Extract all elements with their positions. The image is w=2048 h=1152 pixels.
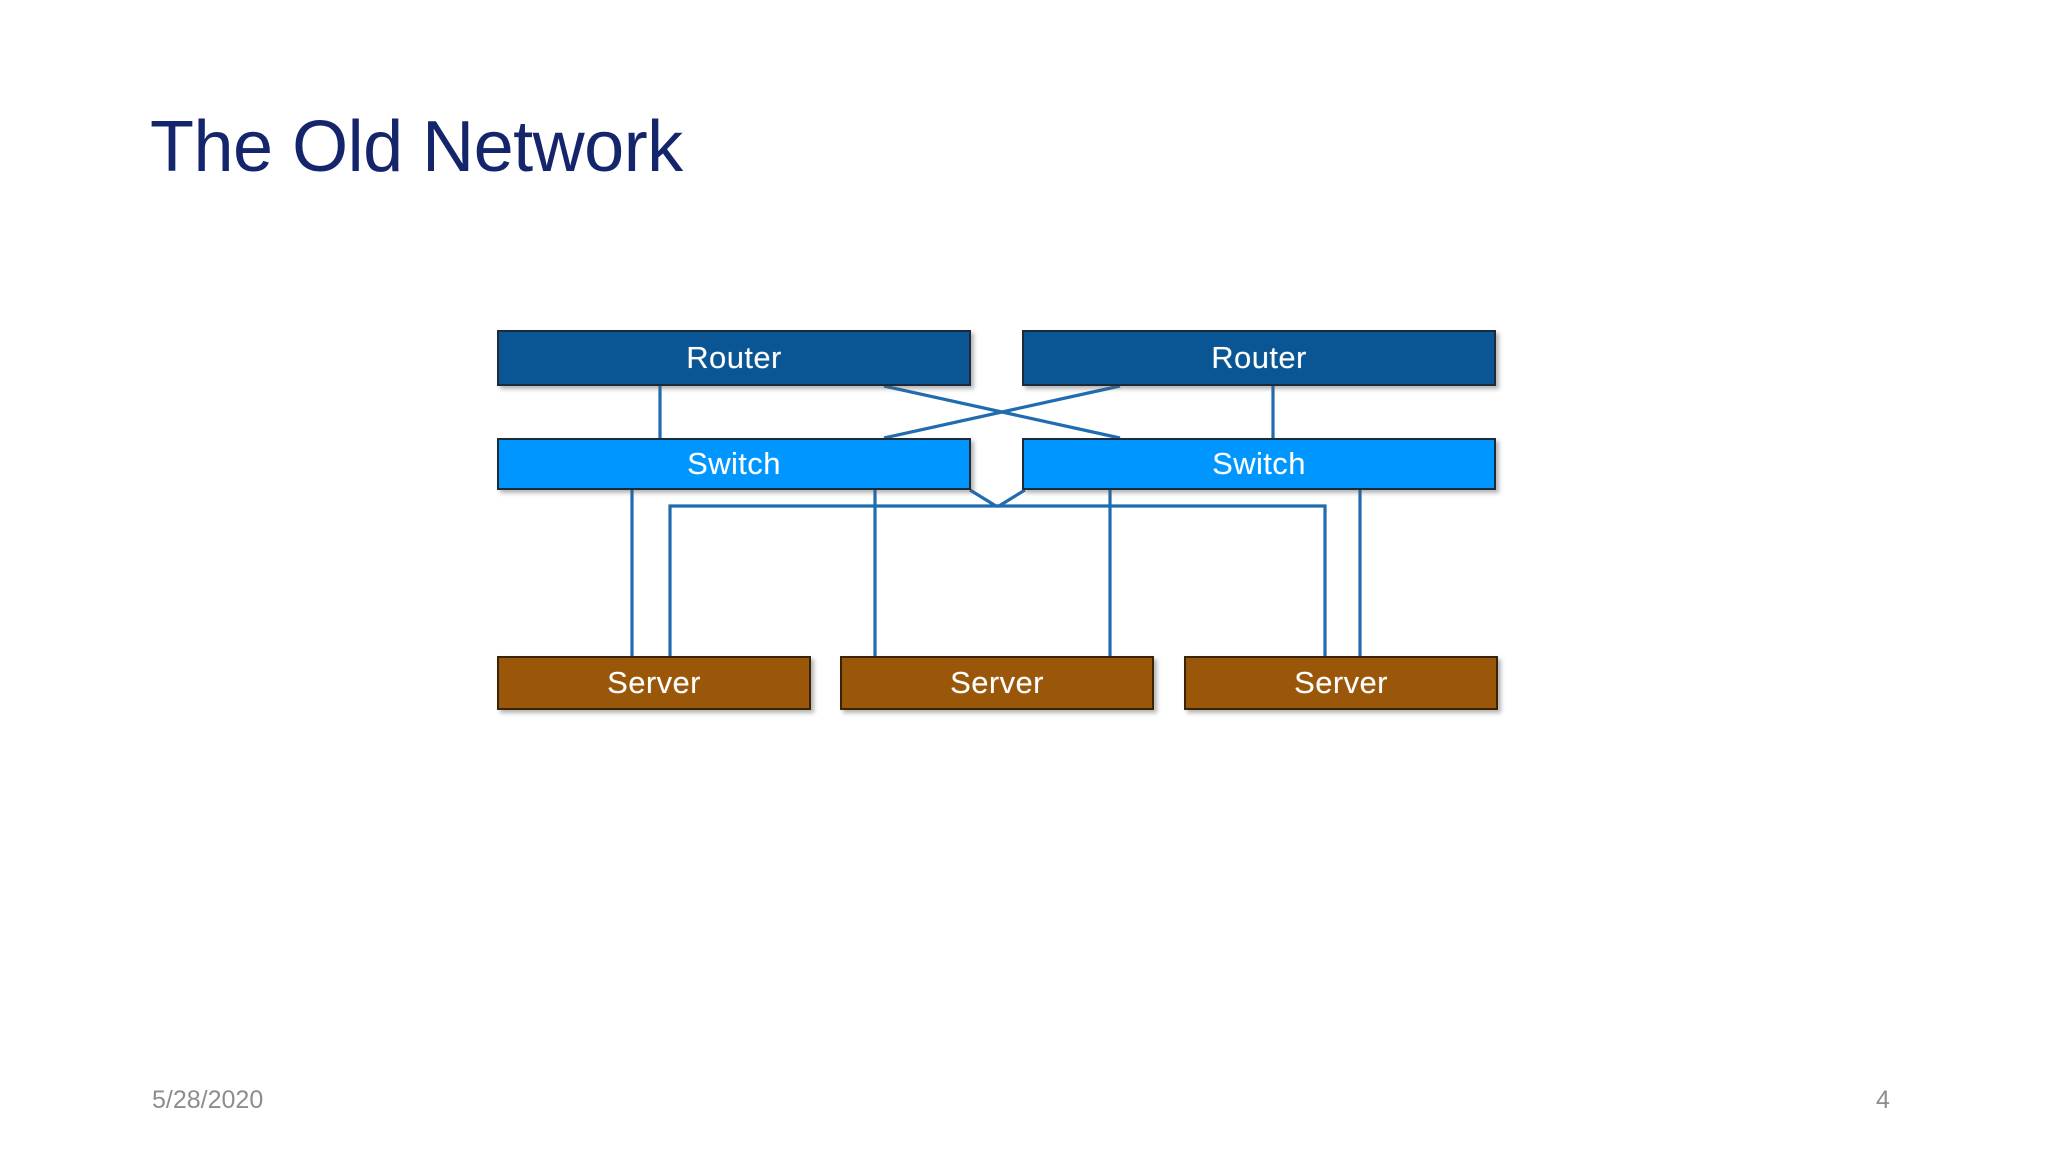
node-router-2[interactable]: Router	[1022, 330, 1496, 386]
connection-lines-layer	[630, 384, 1362, 656]
node-server-1[interactable]: Server	[497, 656, 811, 710]
link-switch1-server3	[969, 488, 1327, 656]
node-switch-2[interactable]: Switch	[1022, 438, 1496, 490]
node-server-3-label: Server	[1294, 665, 1388, 700]
node-server-2-label: Server	[950, 665, 1044, 700]
page-title: The Old Network	[150, 107, 683, 187]
node-switch-1-label: Switch	[687, 446, 781, 481]
node-router-1[interactable]: Router	[497, 330, 971, 386]
link-router2-switch1	[883, 384, 1121, 440]
node-router-1-label: Router	[686, 340, 782, 375]
node-router-2-label: Router	[1211, 340, 1307, 375]
node-server-1-label: Server	[607, 665, 701, 700]
footer-date: 5/28/2020	[152, 1086, 264, 1114]
link-switch2-server1	[668, 488, 1026, 656]
node-server-3[interactable]: Server	[1184, 656, 1498, 710]
footer-page-number: 4	[1876, 1086, 1890, 1114]
node-server-2[interactable]: Server	[840, 656, 1154, 710]
node-switch-1[interactable]: Switch	[497, 438, 971, 490]
node-switch-2-label: Switch	[1212, 446, 1306, 481]
network-topology-diagram: Router Router Switch Switch Server Serve…	[480, 310, 1520, 730]
